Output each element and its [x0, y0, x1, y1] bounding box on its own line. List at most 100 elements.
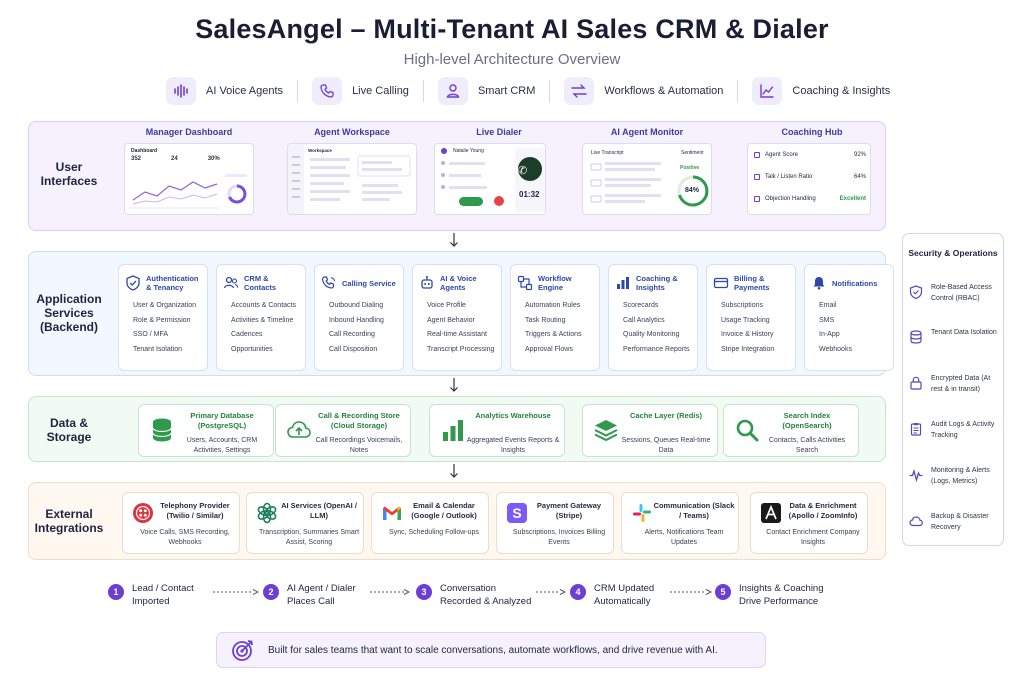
- ui-card-coaching-hub: Coaching Hub Agent Score 92% Talk / List…: [747, 127, 877, 225]
- service-title: Calling Service: [342, 278, 396, 288]
- store-desc: Sessions, Queues Real-time Data: [621, 437, 711, 454]
- contact-name: Natalie Young: [453, 148, 484, 154]
- service-item: SSO / MFA: [133, 331, 169, 338]
- row-label: Agent Score: [765, 152, 799, 158]
- ui-card-ai-agent-monitor: AI Agent Monitor Live Transcript Sentime…: [582, 127, 712, 225]
- external-integrations-band: External Integrations Telephony Provider…: [28, 482, 886, 560]
- call-timer: 01:32: [519, 190, 540, 199]
- gmail-icon: [383, 506, 401, 520]
- footer-text: Built for sales teams that want to scale…: [268, 644, 718, 656]
- ui-card-title: AI Agent Monitor: [610, 127, 684, 137]
- ui-card-title: Manager Dashboard: [145, 127, 233, 137]
- service-item: Approval Flows: [525, 345, 573, 353]
- clipboard-icon: [910, 423, 922, 436]
- divider: [549, 80, 551, 102]
- service-item: Usage Tracking: [721, 316, 770, 324]
- user-interfaces-band: User Interfaces Manager Dashboard Dashbo…: [28, 121, 886, 231]
- footer-banner: Built for sales teams that want to scale…: [216, 632, 766, 668]
- store-title: Call & Recording Store (Cloud Storage): [318, 411, 400, 430]
- service-calling: Calling Service Outbound Dialing Inbound…: [314, 264, 404, 371]
- ui-card-live-dialer: Live Dialer Natalie Young ✆ 01:32: [434, 127, 564, 225]
- security-label: Role-Based Access Control (RBAC): [931, 284, 992, 302]
- service-item: Invoice & History: [721, 331, 774, 338]
- service-item: Call Disposition: [329, 345, 378, 353]
- service-item: SMS: [819, 316, 835, 324]
- security-item: Role-Based Access Control (RBAC): [909, 282, 1001, 304]
- trend-chart-icon: [752, 77, 783, 105]
- phone-icon: ✆: [518, 165, 528, 177]
- feature-label: Live Calling: [352, 85, 409, 97]
- security-label: Tenant Data Isolation: [931, 329, 997, 336]
- flow-step: 3 Conversation Recorded & Analyzed: [416, 582, 531, 608]
- step-number: 3: [416, 584, 432, 600]
- service-title: Notifications: [832, 278, 878, 288]
- process-flow: 1 Lead / Contact Imported 2 AI Agent / D…: [108, 582, 828, 612]
- contacts-icon: [223, 276, 239, 289]
- divider: [297, 80, 299, 102]
- security-label: Monitoring & Alerts (Logs, Metrics): [931, 467, 990, 485]
- integration-ai-services: AI Services (OpenAI / LLM) Transcription…: [246, 492, 364, 554]
- step-label: CRM Updated Automatically: [594, 583, 655, 607]
- service-title: CRM & Contacts: [244, 274, 277, 292]
- security-item: Audit Logs & Activity Tracking: [909, 419, 1001, 441]
- dotted-arrow-icon: [370, 589, 410, 595]
- security-item: Backup & Disaster Recovery: [909, 511, 1001, 533]
- apollo-icon: [761, 503, 781, 523]
- coaching-mockup: Agent Score 92% Talk / Listen Ratio 64% …: [747, 143, 871, 215]
- arrow-down-icon: [450, 464, 458, 478]
- slack-icon: [633, 504, 651, 522]
- feature-live-calling: Live Calling: [298, 77, 423, 105]
- shield-icon: [909, 285, 923, 299]
- service-item: Agent Behavior: [427, 316, 475, 324]
- workspace-mockup: Workspace: [287, 143, 417, 215]
- workspace-layout-mock: [288, 144, 411, 214]
- band-label: Application Services (Backend): [36, 292, 102, 334]
- service-billing-payments: Billing & Payments Subscriptions Usage T…: [706, 264, 796, 371]
- row-value: 92%: [853, 152, 866, 158]
- ui-card-title: Live Dialer: [476, 127, 522, 137]
- target-icon: [232, 640, 253, 661]
- flow-step: 1 Lead / Contact Imported: [108, 582, 194, 608]
- ui-card-manager-dashboard: Manager Dashboard Dashboard 352 24 30%: [124, 127, 254, 225]
- service-item: Accounts & Contacts: [231, 302, 296, 309]
- service-title: AI & Voice Agents: [440, 274, 477, 292]
- service-item: Role & Permission: [133, 316, 191, 324]
- store-desc: Call Recordings Voicemails, Notes: [315, 437, 403, 454]
- database-icon: [910, 330, 922, 344]
- integration-title: Telephony Provider (Twilio / Similar): [160, 501, 230, 520]
- integration-desc: Alerts, Notifications Team Updates: [644, 529, 724, 546]
- openai-icon: [257, 502, 277, 524]
- arrow-down-icon: [450, 233, 458, 247]
- pulse-icon: [909, 468, 923, 482]
- ui-card-agent-workspace: Agent Workspace Workspace: [287, 127, 417, 225]
- service-title: Workflow Engine: [538, 274, 572, 292]
- mock-stat: 30%: [207, 156, 220, 162]
- feature-label: Workflows & Automation: [604, 85, 724, 97]
- service-item: Outbound Dialing: [329, 302, 384, 309]
- integration-title: Data & Enrichment (Apollo / ZoomInfo): [788, 501, 858, 520]
- integration-title: Payment Gateway (Stripe): [536, 501, 602, 520]
- mock-stat: 24: [171, 156, 178, 162]
- coaching-row: Agent Score 92%: [754, 152, 866, 158]
- row-value: 64%: [853, 174, 866, 180]
- service-item: Email: [819, 302, 837, 309]
- cloud-upload-icon: [287, 421, 311, 438]
- service-item: Cadences: [231, 331, 263, 338]
- integration-telephony: Telephony Provider (Twilio / Similar) Vo…: [122, 492, 240, 554]
- service-title: Authentication & Tenancy: [146, 274, 199, 292]
- integration-title: Communication (Slack / Teams): [653, 501, 735, 520]
- feature-coaching: Coaching & Insights: [738, 77, 904, 105]
- service-workflow-engine: Workflow Engine Automation Rules Task Ro…: [510, 264, 600, 371]
- security-operations-panel: Security & Operations Role-Based Access …: [902, 233, 1004, 546]
- feature-workflows: Workflows & Automation: [550, 77, 737, 105]
- mock-label: Sentiment: [681, 150, 704, 156]
- page-subtitle: High-level Architecture Overview: [403, 51, 621, 68]
- integration-payment-gateway: S Payment Gateway (Stripe) Subscriptions…: [496, 492, 614, 554]
- panel-title: Security & Operations: [908, 248, 998, 258]
- service-item: Performance Reports: [623, 345, 690, 353]
- workflow-icon: [517, 275, 533, 291]
- robot-icon: [421, 276, 433, 289]
- service-ai-voice-agents: AI & Voice Agents Voice Profile Agent Be…: [412, 264, 502, 371]
- integration-desc: Sync, Scheduling Follow-ups: [389, 529, 479, 536]
- store-call-recording: Call & Recording Store (Cloud Storage) C…: [275, 404, 411, 457]
